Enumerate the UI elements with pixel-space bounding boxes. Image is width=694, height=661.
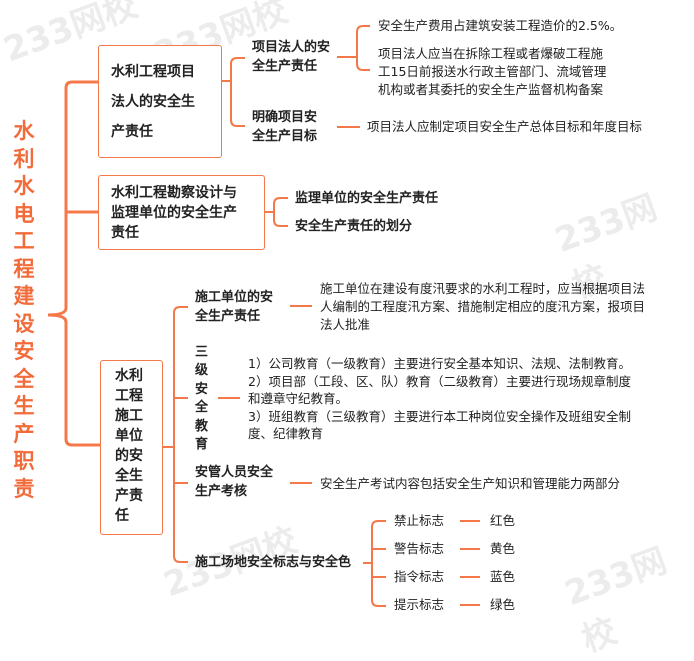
branch-title-line: 监理单位的安全生产	[111, 205, 237, 221]
leaf-goals: 项目法人应制定项目安全生产总体目标和年度目标	[367, 119, 643, 134]
color-blue: 蓝色	[490, 569, 516, 584]
color-yellow: 黄色	[490, 541, 516, 556]
branch-title-line: 水利工程勘察设计与	[111, 185, 237, 201]
sign-prohibition: 禁止标志	[394, 513, 445, 528]
sign-information: 提示标志	[394, 597, 445, 612]
branch-title-line: 水利工程项目	[111, 64, 195, 80]
branch-construction-unit[interactable]: 水利工程施工单位的安全生产责任	[100, 360, 163, 535]
color-red: 红色	[490, 513, 516, 528]
branch-title-line: 法人的安全生	[111, 94, 195, 110]
node-supervision-responsibility[interactable]: 监理单位的安全生产责任	[295, 191, 439, 206]
leaf-flood-plan: 施工单位在建设有度汛要求的水利工程时，应当根据项目法人编制的工程度汛方案、措施制…	[320, 281, 646, 332]
leaf-demolition-filing: 项目法人应当在拆除工程或者爆破工程施工15日前报送水行政主管部门、流域管理机构或…	[378, 46, 607, 97]
leaf-exam-content: 安全生产考试内容包括安全生产知识和管理能力两部分	[320, 476, 621, 491]
node-safety-goals[interactable]: 明确项目安全生产目标	[252, 110, 318, 144]
node-manager-assessment[interactable]: 安管人员安全生产考核	[195, 465, 274, 499]
color-green: 绿色	[490, 597, 516, 612]
sign-warning: 警告标志	[394, 541, 445, 556]
branch-title-line: 责任	[111, 225, 139, 241]
node-owner-responsibility[interactable]: 项目法人的安全生产责任	[252, 40, 331, 74]
branch-project-owner[interactable]: 水利工程项目 法人的安全生 产责任	[98, 45, 222, 158]
sign-mandatory: 指令标志	[394, 569, 445, 584]
root-title: 水利水电工程建设安全生产职责	[13, 119, 35, 501]
node-site-signs[interactable]: 施工场地安全标志与安全色	[195, 555, 352, 570]
branch-title-line: 产责任	[111, 124, 153, 140]
connector-lines	[47, 25, 480, 607]
node-responsibility-division[interactable]: 安全生产责任的划分	[295, 219, 413, 234]
branch-survey-supervision[interactable]: 水利工程勘察设计与 监理单位的安全生产 责任	[98, 175, 265, 250]
node-construction-responsibility[interactable]: 施工单位的安全生产责任	[195, 290, 274, 324]
leaf-education-levels: 1）公司教育（一级教育）主要进行安全基本知识、法规、法制教育。2）项目部（工段、…	[248, 356, 631, 441]
node-three-level-education[interactable]: 三级安全教育	[195, 345, 209, 453]
leaf-cost-ratio: 安全生产费用占建筑安装工程造价的2.5%。	[378, 18, 623, 33]
